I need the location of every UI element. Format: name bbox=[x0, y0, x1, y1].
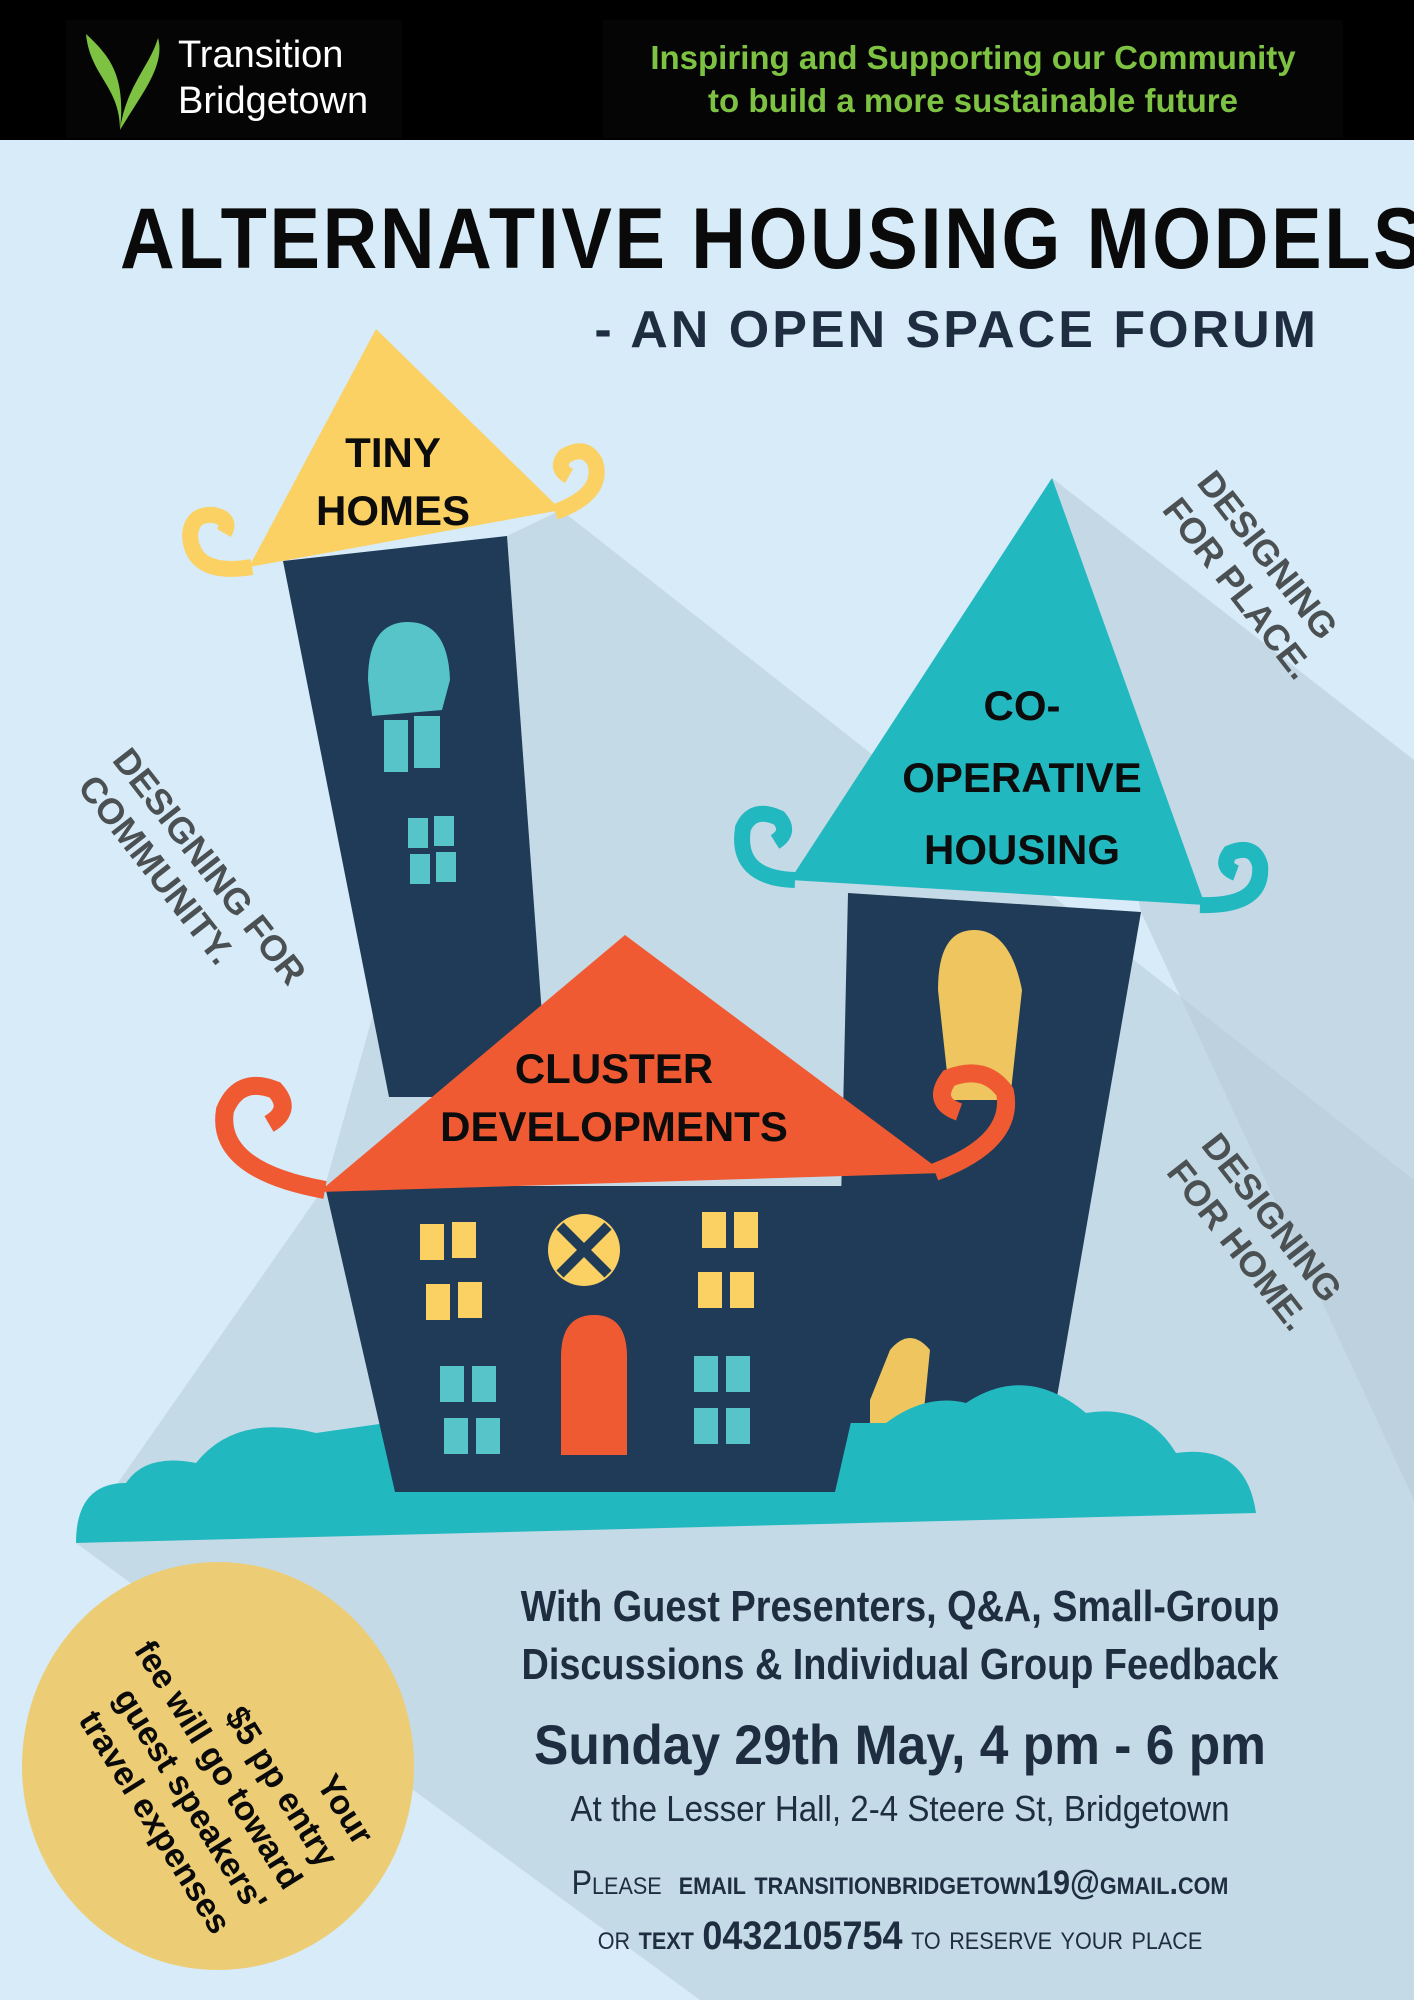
page-title: ALTERNATIVE HOUSING MODELS bbox=[120, 191, 1414, 287]
fee-badge bbox=[22, 1562, 414, 1970]
contact-line-1: Please email transitionbridgetown19@gmai… bbox=[450, 1864, 1350, 1903]
details-line-1: With Guest Presenters, Q&A, Small-Group bbox=[520, 1582, 1280, 1631]
contact-please: Please bbox=[571, 1864, 662, 1902]
front-door bbox=[561, 1315, 627, 1455]
label-line: TINY bbox=[345, 429, 441, 476]
tagline-line-1: Inspiring and Supporting our Community bbox=[650, 39, 1296, 76]
label-line: OPERATIVE bbox=[902, 754, 1142, 801]
page-subtitle: - AN OPEN SPACE FORUM bbox=[594, 301, 1319, 359]
logo: Transition Bridgetown bbox=[66, 20, 402, 138]
label-line: HOMES bbox=[315, 487, 471, 534]
tiny-homes-tower bbox=[283, 536, 548, 1097]
event-venue: At the Lesser Hall, 2-4 Steere St, Bridg… bbox=[570, 1788, 1230, 1829]
email-link[interactable]: transitionbridgetown19@gmail.com bbox=[754, 1864, 1229, 1902]
swirl-icon bbox=[215, 1077, 327, 1199]
logo-line-1: Transition bbox=[178, 34, 344, 76]
contact-or: or bbox=[597, 1919, 631, 1957]
phone-number[interactable]: 0432105754 bbox=[702, 1914, 903, 1958]
contact-suffix: to reserve your place bbox=[911, 1919, 1203, 1957]
coop-roof bbox=[790, 478, 1205, 905]
tagline: Inspiring and Supporting our Community t… bbox=[603, 20, 1343, 138]
swirl-icon bbox=[181, 506, 254, 577]
label-line: HOUSING bbox=[923, 826, 1120, 873]
label-line: DEVELOPMENTS bbox=[440, 1103, 788, 1150]
contact-text: text bbox=[638, 1919, 694, 1957]
swirl-icon bbox=[931, 1064, 1016, 1181]
swirl-icon bbox=[552, 443, 605, 520]
logo-line-2: Bridgetown bbox=[178, 80, 369, 122]
label-coop-housing: CO- OPERATIVE HOUSING bbox=[902, 670, 1142, 886]
leaf-icon bbox=[86, 34, 160, 130]
cluster-roof bbox=[319, 935, 944, 1192]
header-bar: Transition Bridgetown Inspiring and Supp… bbox=[0, 0, 1414, 140]
swirl-icon bbox=[1199, 842, 1269, 914]
swirl-icon bbox=[734, 805, 796, 888]
tiny-homes-roof bbox=[249, 329, 561, 567]
tiny-tower-windows bbox=[368, 622, 456, 884]
cluster-house-windows bbox=[420, 1212, 758, 1455]
label-line: CO- bbox=[983, 682, 1061, 729]
tagline-line-2: to build a more sustainable future bbox=[708, 82, 1238, 119]
label-line: CLUSTER bbox=[514, 1045, 714, 1092]
event-date: Sunday 29th May, 4 pm - 6 pm bbox=[534, 1713, 1266, 1776]
details-line-2: Discussions & Individual Group Feedback bbox=[521, 1640, 1279, 1689]
contact-email-prefix: email bbox=[678, 1864, 746, 1902]
label-tiny-homes: TINY HOMES bbox=[316, 424, 470, 540]
coop-tower bbox=[835, 893, 1141, 1466]
label-cluster-developments: CLUSTER DEVELOPMENTS bbox=[440, 1040, 788, 1156]
contact-line-2: or text 0432105754 to reserve your place bbox=[450, 1914, 1350, 1959]
